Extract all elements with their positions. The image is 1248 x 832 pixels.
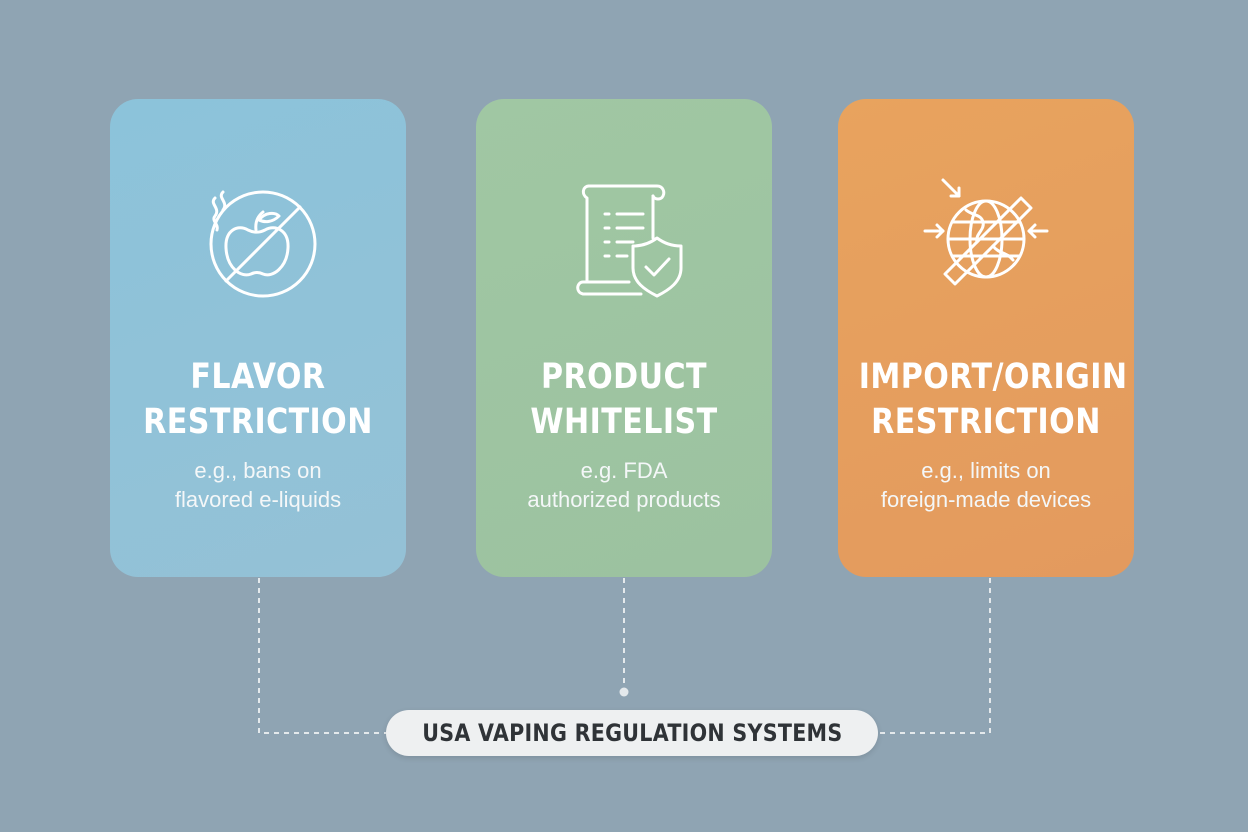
no-apple-flavor-icon: [193, 174, 323, 304]
card-description: e.g. FDA authorized products: [527, 458, 721, 512]
card-title: FLAVOR RESTRICTION: [143, 357, 373, 442]
connector-left: [258, 578, 386, 734]
document-shield-check-icon: [559, 174, 689, 304]
hub-label: USA VAPING REGULATION SYSTEMS: [421, 719, 843, 747]
no-globe-import-icon: [921, 174, 1051, 304]
card-title: IMPORT/ORIGIN RESTRICTION: [858, 357, 1128, 442]
card-import-origin-restriction: IMPORT/ORIGIN RESTRICTION e.g., limits o…: [838, 99, 1134, 577]
connector-right: [878, 578, 991, 734]
hub-pill: USA VAPING REGULATION SYSTEMS: [386, 710, 878, 756]
card-product-whitelist: PRODUCT WHITELIST e.g. FDA authorized pr…: [476, 99, 772, 577]
card-flavor-restriction: FLAVOR RESTRICTION e.g., bans on flavore…: [110, 99, 406, 577]
card-description: e.g., limits on foreign-made devices: [880, 458, 1092, 512]
card-description: e.g., bans on flavored e-liquids: [174, 458, 342, 512]
card-title: PRODUCT WHITELIST: [530, 357, 718, 442]
connector-node: [619, 687, 629, 697]
